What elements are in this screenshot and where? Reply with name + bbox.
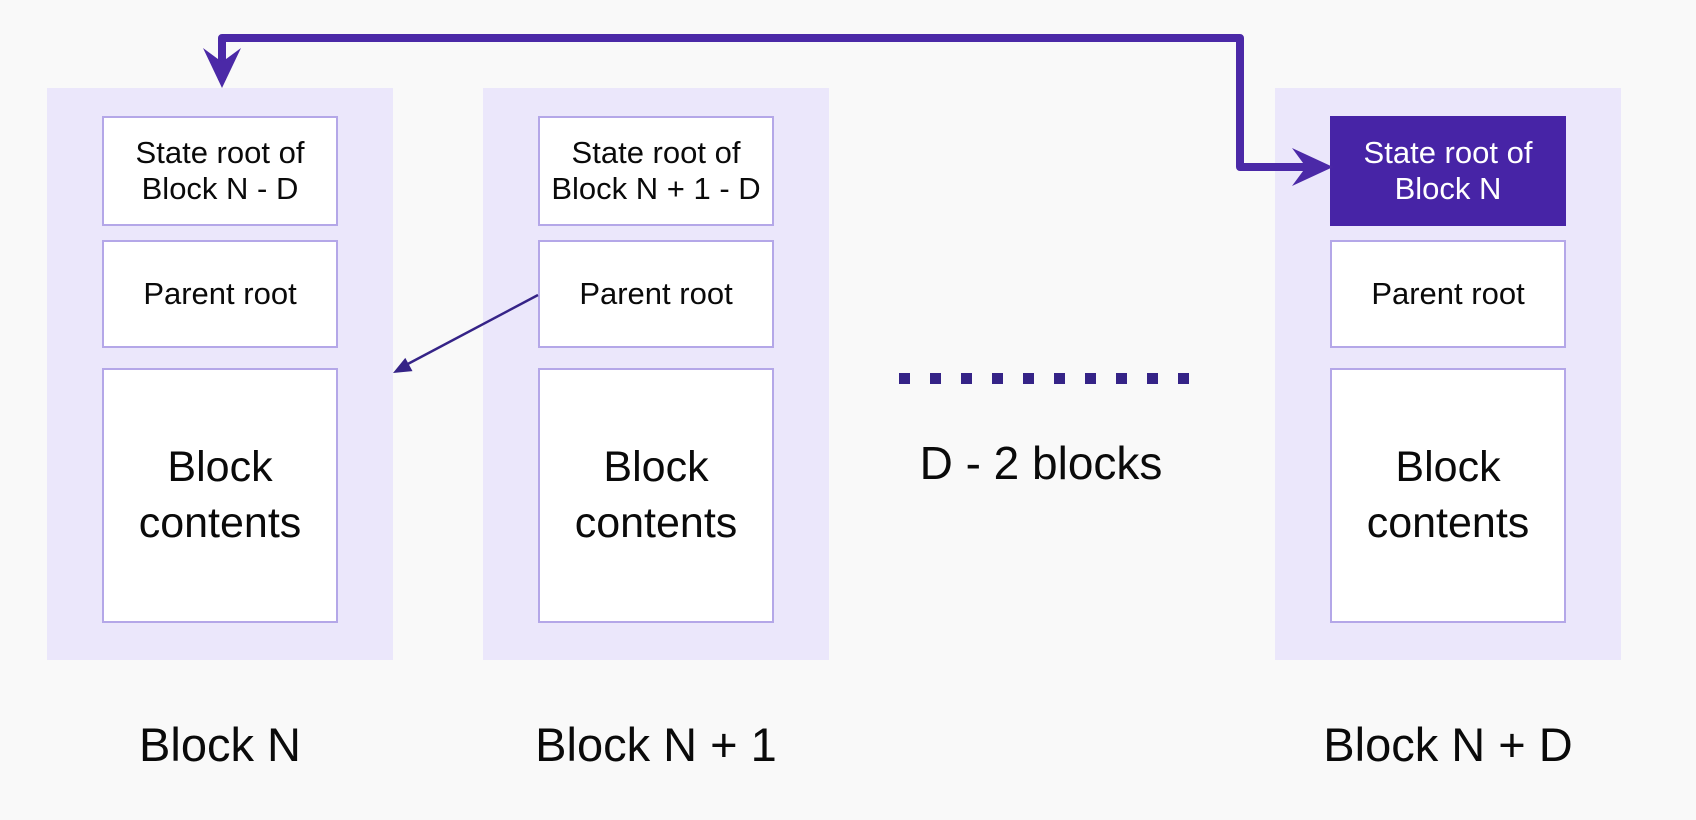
block-n-plus-d-parent-root-label: Parent root bbox=[1371, 275, 1525, 311]
ellipsis-dot bbox=[961, 373, 972, 384]
block-n-plus-1-contents-box: Block contents bbox=[538, 368, 774, 623]
block-n-plus-d-state-root-label: State root of Block N bbox=[1363, 134, 1533, 206]
ellipsis-dot bbox=[1116, 373, 1127, 384]
arrowhead-down-left bbox=[393, 357, 413, 373]
block-n-parent-root-label: Parent root bbox=[143, 275, 297, 311]
arrowhead-down bbox=[203, 48, 241, 88]
block-n-plus-1-label: Block N + 1 bbox=[535, 717, 777, 771]
block-n-plus-1-parent-root-label: Parent root bbox=[579, 275, 733, 311]
ellipsis-dot bbox=[899, 373, 910, 384]
block-n-plus-d-contents-label: Block contents bbox=[1366, 443, 1530, 547]
ellipsis-dot bbox=[1023, 373, 1034, 384]
block-n-plus-1-state-root-box: State root of Block N + 1 - D bbox=[538, 116, 774, 226]
block-n-plus-1-contents-label: Block contents bbox=[574, 443, 738, 547]
block-n-plus-1-state-root-label: State root of Block N + 1 - D bbox=[551, 134, 761, 206]
block-n-state-root-label: State root of Block N - D bbox=[135, 134, 305, 206]
block-n-plus-1-container: State root of Block N + 1 - D Parent roo… bbox=[483, 88, 829, 660]
block-n-plus-d-container: State root of Block N Parent root Block … bbox=[1275, 88, 1621, 660]
block-n-contents-label: Block contents bbox=[138, 443, 302, 547]
block-n-plus-d-state-root-box: State root of Block N bbox=[1330, 116, 1566, 226]
ellipsis-dot bbox=[1178, 373, 1189, 384]
d-minus-2-blocks-label: D - 2 blocks bbox=[919, 437, 1163, 489]
ellipsis-dots bbox=[899, 373, 1189, 384]
block-n-contents-box: Block contents bbox=[102, 368, 338, 623]
block-n-plus-d-parent-root-box: Parent root bbox=[1330, 240, 1566, 348]
block-n-container: State root of Block N - D Parent root Bl… bbox=[47, 88, 393, 660]
block-n-plus-d-label: Block N + D bbox=[1323, 717, 1573, 771]
ellipsis-dot bbox=[1054, 373, 1065, 384]
ellipsis-dot bbox=[1147, 373, 1158, 384]
ellipsis-dot bbox=[992, 373, 1003, 384]
block-n-plus-d-contents-box: Block contents bbox=[1330, 368, 1566, 623]
block-n-plus-1-parent-root-box: Parent root bbox=[538, 240, 774, 348]
ellipsis-dot bbox=[1085, 373, 1096, 384]
block-n-label: Block N bbox=[139, 717, 301, 771]
block-n-state-root-box: State root of Block N - D bbox=[102, 116, 338, 226]
block-n-parent-root-box: Parent root bbox=[102, 240, 338, 348]
ellipsis-dot bbox=[930, 373, 941, 384]
